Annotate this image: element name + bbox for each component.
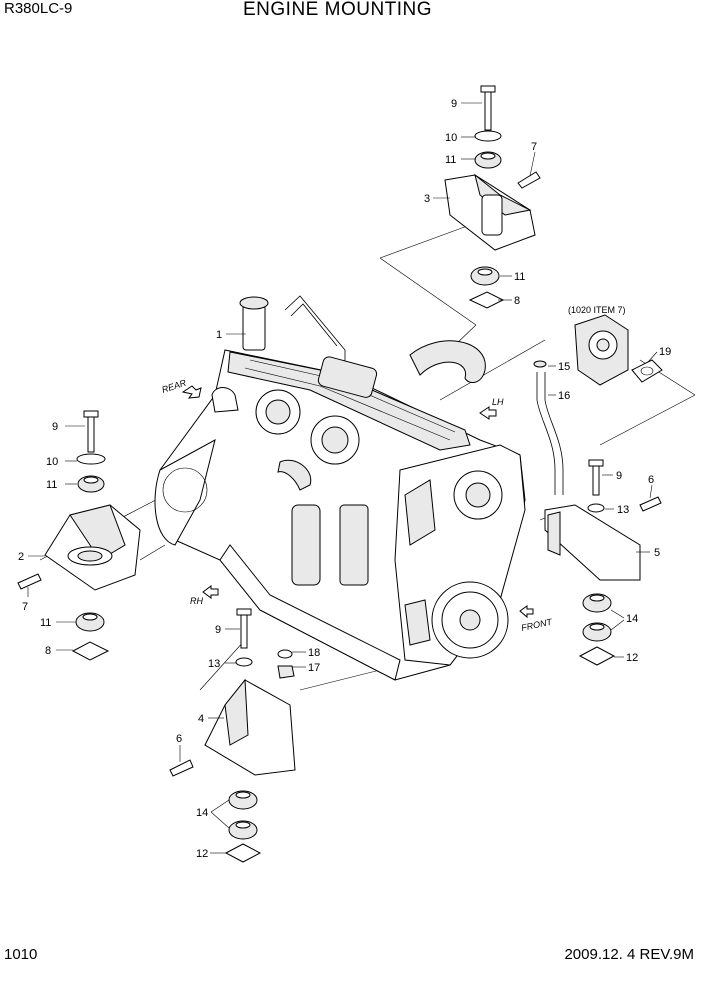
callout-12: 12	[196, 848, 208, 860]
direction-arrows	[181, 385, 534, 619]
callout-11: 11	[40, 617, 51, 629]
page-title: ENGINE MOUNTING	[243, 0, 433, 20]
callout-6: 6	[648, 474, 654, 486]
front-arrow-icon	[519, 605, 534, 619]
callout-numbers: 9 10 11 7 3 11 8 1 15 16 19 9 10 11 2 7 …	[18, 98, 671, 860]
callout-14: 14	[626, 613, 638, 625]
callout-13: 13	[208, 658, 220, 670]
callout-2: 2	[18, 551, 24, 563]
page-number: 1010	[4, 946, 38, 963]
lh-arrow-icon	[479, 406, 497, 420]
revision-date: 2009.12. 4 REV.9M	[564, 946, 694, 963]
right-mount-stack	[544, 459, 662, 666]
reference-note: (1020 ITEM 7)	[568, 305, 626, 315]
callout-17: 17	[308, 662, 320, 674]
callout-leaders	[27, 102, 658, 854]
bottom-mount-stack	[169, 608, 296, 863]
callout-9: 9	[215, 624, 221, 636]
callout-8: 8	[514, 295, 520, 307]
callout-6: 6	[176, 733, 182, 745]
model-code: R380LC-9	[4, 0, 73, 17]
callout-13: 13	[617, 504, 629, 516]
pump-and-hose	[277, 314, 663, 679]
callout-12: 12	[626, 652, 638, 664]
callout-11: 11	[514, 271, 525, 283]
callout-3: 3	[424, 193, 430, 205]
callout-4: 4	[198, 713, 204, 725]
callout-7: 7	[531, 141, 537, 153]
callout-9: 9	[616, 470, 622, 482]
callout-11: 11	[445, 154, 456, 166]
callout-9: 9	[52, 421, 58, 433]
callout-10: 10	[46, 456, 58, 468]
callout-1: 1	[216, 329, 222, 341]
callout-16: 16	[558, 390, 570, 402]
lh-label: LH	[492, 397, 504, 407]
callout-11: 11	[46, 479, 57, 491]
engine-assembly	[154, 295, 526, 681]
callout-14: 14	[196, 807, 208, 819]
callout-9: 9	[451, 98, 457, 110]
callout-10: 10	[445, 132, 457, 144]
callout-18: 18	[308, 647, 320, 659]
top-mount-stack	[444, 85, 541, 309]
callout-7: 7	[22, 601, 28, 613]
front-label: FRONT	[520, 616, 554, 633]
left-mount-stack	[17, 410, 141, 661]
rh-label: RH	[190, 596, 203, 606]
rear-arrow-icon	[181, 385, 202, 399]
callout-8: 8	[45, 645, 51, 657]
callout-5: 5	[654, 547, 660, 559]
callout-15: 15	[558, 361, 570, 373]
rh-arrow-icon	[202, 585, 219, 599]
callout-19: 19	[659, 346, 671, 358]
